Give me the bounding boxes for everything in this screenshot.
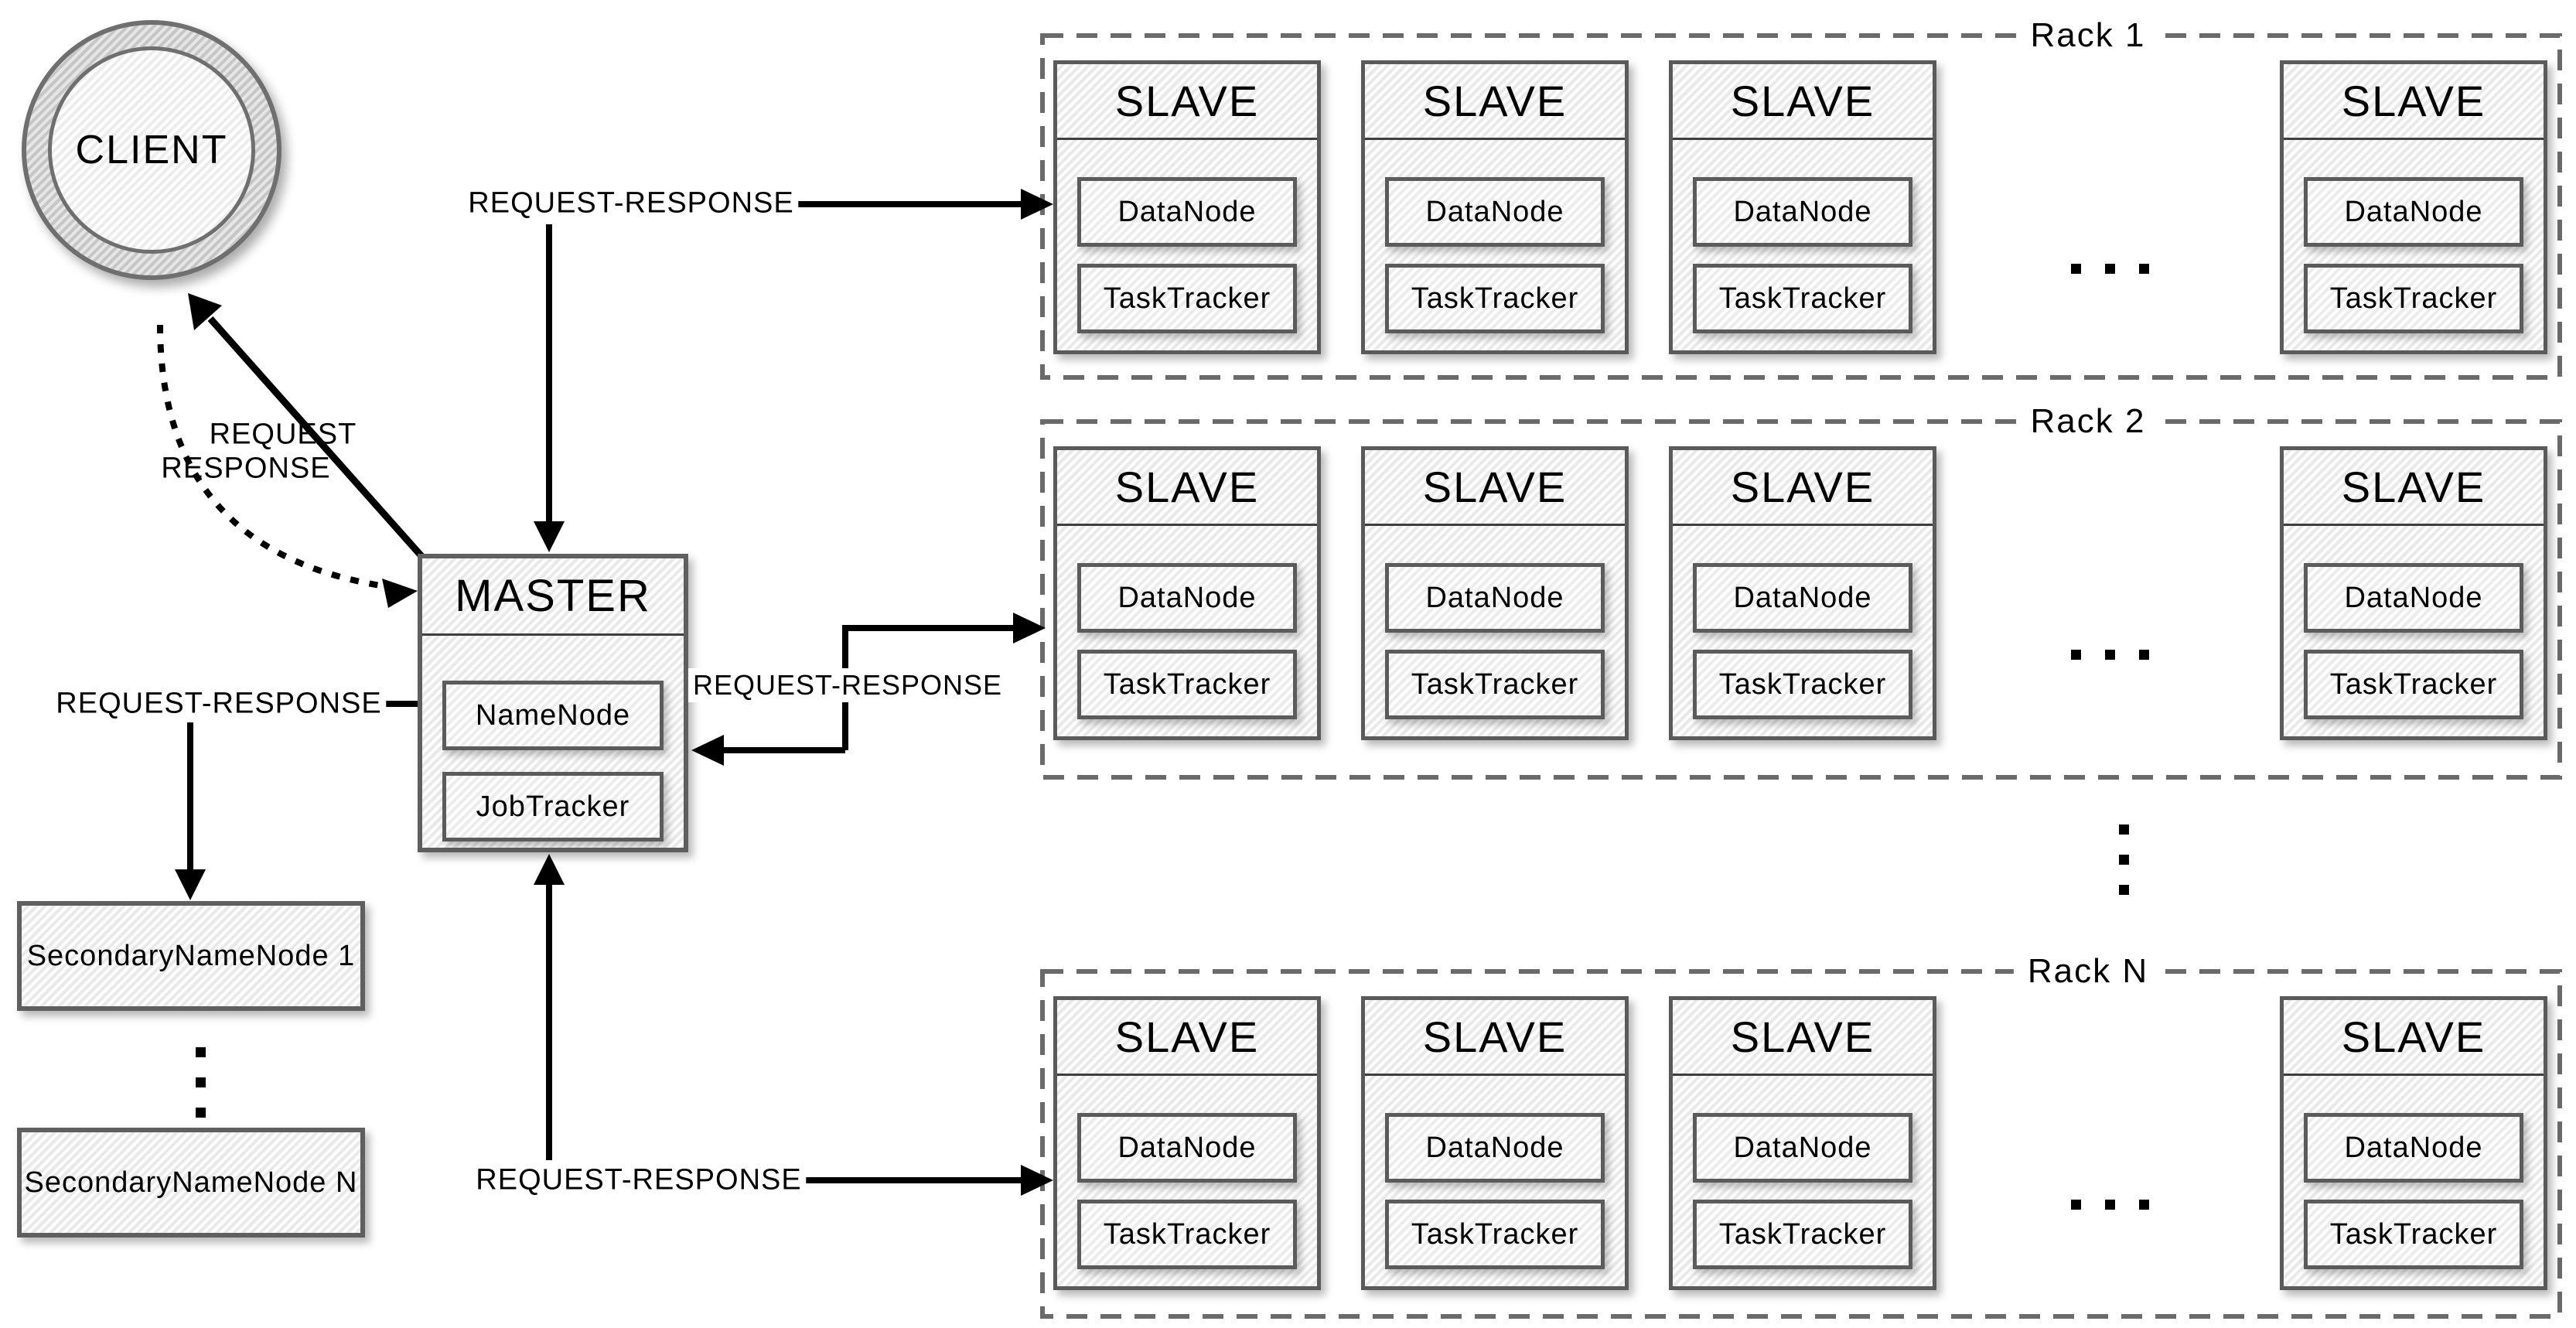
slave-title: SLAVE xyxy=(1057,1000,1317,1076)
slave-title: SLAVE xyxy=(2284,450,2544,526)
ellipsis-dot xyxy=(2105,264,2115,274)
datanode-box: DataNode xyxy=(2304,563,2523,633)
rack-label: Rack 2 xyxy=(2016,401,2160,442)
ellipsis-dot xyxy=(196,1047,206,1057)
ellipsis-dot xyxy=(2105,1200,2115,1210)
rack-label: Rack N xyxy=(2013,951,2163,992)
datanode-box: DataNode xyxy=(1385,177,1605,247)
rack-2-dashed-border xyxy=(1040,419,2562,780)
arrow-master-rackn xyxy=(534,854,1053,1196)
arrow-master-rack1 xyxy=(534,189,1053,552)
tasktracker-box: TaskTracker xyxy=(1693,650,1912,719)
slave-title: SLAVE xyxy=(1057,64,1317,140)
tasktracker-box: TaskTracker xyxy=(1077,650,1297,719)
slave-title: SLAVE xyxy=(2284,1000,2544,1076)
datanode-box: DataNode xyxy=(1693,563,1912,633)
slave-node: SLAVE DataNode TaskTracker xyxy=(2280,60,2547,354)
datanode-box: DataNode xyxy=(1077,177,1297,247)
slave-node: SLAVE DataNode TaskTracker xyxy=(1053,60,1321,354)
rack-3: Rack N SLAVE DataNode TaskTracker SLAVE … xyxy=(1042,951,2560,1316)
ellipsis-dot xyxy=(2071,264,2081,274)
slave-node: SLAVE DataNode TaskTracker xyxy=(1361,60,1629,354)
secondary-namenode-n-box: SecondaryNameNode N xyxy=(17,1128,365,1238)
tasktracker-box: TaskTracker xyxy=(2304,650,2523,719)
datanode-box: DataNode xyxy=(1693,177,1912,247)
master-node: MASTER NameNode JobTracker xyxy=(418,554,688,852)
slave-node: SLAVE DataNode TaskTracker xyxy=(1053,996,1321,1290)
datanode-box: DataNode xyxy=(1077,1113,1297,1183)
rack-label: Rack 1 xyxy=(2016,15,2160,56)
ellipsis-dot xyxy=(2119,824,2129,835)
ellipsis-dot xyxy=(196,1077,206,1087)
slave-node: SLAVE DataNode TaskTracker xyxy=(1669,60,1936,354)
namenode-box: NameNode xyxy=(442,681,664,750)
rack-row-ellipsis xyxy=(2071,264,2149,274)
ellipsis-dot xyxy=(196,1108,206,1118)
datanode-box: DataNode xyxy=(1385,1113,1605,1183)
slave-node: SLAVE DataNode TaskTracker xyxy=(2280,996,2547,1290)
tasktracker-box: TaskTracker xyxy=(2304,264,2523,333)
ellipsis-dot xyxy=(2071,1200,2081,1210)
slave-title: SLAVE xyxy=(1057,450,1317,526)
client-node: CLIENT xyxy=(22,20,281,280)
datanode-box: DataNode xyxy=(2304,177,2523,247)
slave-title: SLAVE xyxy=(1673,1000,1933,1076)
slave-title: SLAVE xyxy=(2284,64,2544,140)
datanode-box: DataNode xyxy=(1693,1113,1912,1183)
client-label: CLIENT xyxy=(48,46,255,254)
jobtracker-box: JobTracker xyxy=(442,772,664,842)
label-master-secondary-request-response: REQUEST-RESPONSE xyxy=(51,686,387,722)
slave-node: SLAVE DataNode TaskTracker xyxy=(1053,446,1321,740)
slave-node: SLAVE DataNode TaskTracker xyxy=(1669,996,1936,1290)
secondary-namenode-ellipsis xyxy=(196,1047,206,1118)
tasktracker-box: TaskTracker xyxy=(1693,1200,1912,1269)
label-client-request: REQUEST xyxy=(209,418,357,451)
ellipsis-dot xyxy=(2139,1200,2149,1210)
secondary-namenode-1-box: SecondaryNameNode 1 xyxy=(17,901,365,1011)
slave-title: SLAVE xyxy=(1673,450,1933,526)
ellipsis-dot xyxy=(2071,650,2081,660)
rack-row-ellipsis xyxy=(2071,1200,2149,1210)
tasktracker-box: TaskTracker xyxy=(1385,1200,1605,1269)
slave-title: SLAVE xyxy=(1365,450,1625,526)
tasktracker-box: TaskTracker xyxy=(2304,1200,2523,1269)
ellipsis-dot xyxy=(2119,885,2129,895)
label-master-rackn-request-response: REQUEST-RESPONSE xyxy=(471,1162,807,1198)
slave-title: SLAVE xyxy=(1365,1000,1625,1076)
tasktracker-box: TaskTracker xyxy=(1385,264,1605,333)
slave-title: SLAVE xyxy=(1365,64,1625,140)
tasktracker-box: TaskTracker xyxy=(1693,264,1912,333)
label-client-response: RESPONSE xyxy=(161,452,331,485)
ellipsis-dot xyxy=(2139,650,2149,660)
ellipsis-dot xyxy=(2119,855,2129,865)
rack-1: Rack 1 SLAVE DataNode TaskTracker SLAVE … xyxy=(1042,15,2560,377)
slave-node: SLAVE DataNode TaskTracker xyxy=(1361,446,1629,740)
arrow-master-secondary xyxy=(175,701,418,900)
slave-title: SLAVE xyxy=(1673,64,1933,140)
master-title: MASTER xyxy=(422,558,684,636)
slave-node: SLAVE DataNode TaskTracker xyxy=(2280,446,2547,740)
rack-2: Rack 2 SLAVE DataNode TaskTracker SLAVE … xyxy=(1042,401,2560,777)
arrow-client-master-dashed xyxy=(157,324,418,608)
datanode-box: DataNode xyxy=(1077,563,1297,633)
slave-node: SLAVE DataNode TaskTracker xyxy=(1669,446,1936,740)
between-racks-ellipsis xyxy=(2119,824,2129,895)
tasktracker-box: TaskTracker xyxy=(1385,650,1605,719)
arrow-master-client-solid xyxy=(188,293,425,558)
label-master-rack2-request-response: REQUEST-RESPONSE xyxy=(688,668,1008,702)
ellipsis-dot xyxy=(2105,650,2115,660)
datanode-box: DataNode xyxy=(2304,1113,2523,1183)
rack-row-ellipsis xyxy=(2071,650,2149,660)
tasktracker-box: TaskTracker xyxy=(1077,264,1297,333)
datanode-box: DataNode xyxy=(1385,563,1605,633)
slave-node: SLAVE DataNode TaskTracker xyxy=(1361,996,1629,1290)
rack-n-dashed-border xyxy=(1040,969,2562,1319)
label-master-rack1-request-response: REQUEST-RESPONSE xyxy=(463,186,799,221)
ellipsis-dot xyxy=(2139,264,2149,274)
tasktracker-box: TaskTracker xyxy=(1077,1200,1297,1269)
